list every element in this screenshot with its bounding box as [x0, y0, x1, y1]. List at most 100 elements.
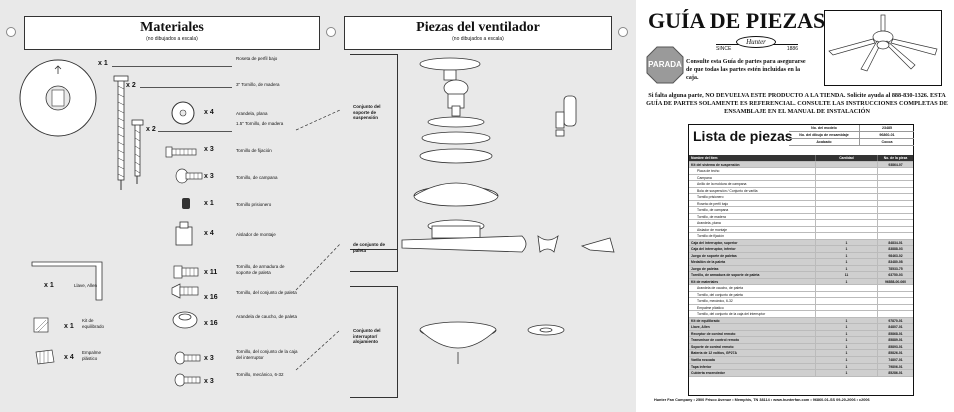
model-info: No. del modelo 23485 No. del dibujo de e… [789, 125, 914, 146]
part-number [877, 226, 913, 233]
machine-screw-illustration [174, 373, 201, 387]
part-qty: x 16 [204, 294, 218, 301]
part-number [877, 181, 913, 187]
part-item-name: Caja del interruptor, inferior [691, 247, 736, 252]
plastic-connector-illustration [35, 349, 55, 365]
part-quantity [815, 220, 877, 226]
part-quantity [815, 298, 877, 304]
part-quantity: 1 [815, 239, 877, 246]
part-name: Llave, Allen [74, 283, 98, 288]
part-quantity [815, 174, 877, 181]
table-row: Arandela de caucho, de paleta [689, 285, 913, 292]
model-info-row: Acabado Cocoa [789, 139, 914, 146]
part-item-name: Llave, Allen [691, 325, 710, 330]
part-item-name: Varilla roscada [691, 357, 715, 362]
short-wood-screw-illustration [131, 119, 144, 184]
table-row: Tornillo de fijación [689, 233, 913, 240]
part-item-name: Anillo de la moldura de campana [697, 182, 747, 187]
brand-logo: Hunter [736, 36, 776, 48]
part-quantity: 1 [815, 370, 877, 376]
long-wood-screw-illustration [113, 75, 129, 190]
part-qty: x 2 [126, 82, 136, 89]
part-quantity: 1 [815, 265, 877, 272]
switch-housing-illustration [419, 321, 565, 364]
binder-hole-right [618, 27, 628, 37]
part-number: 84834-01 [877, 239, 913, 246]
part-qty: x 4 [64, 354, 74, 361]
part-number: 83480-08 [877, 259, 913, 265]
part-number [877, 213, 913, 220]
part-item-name: Tornillo, del conjunto de la caja del in… [697, 312, 766, 317]
leader-line [158, 131, 232, 132]
part-number [877, 233, 913, 239]
part-name: 3" Tornillo, de madera [236, 82, 280, 87]
part-number: 85893-01 [877, 343, 913, 350]
part-item-name: Aislador de montaje [697, 227, 727, 232]
table-row: Bola de suspensión / Conjunto de varilla [689, 187, 913, 195]
part-number [877, 304, 913, 311]
group-label: de conjunto de paleta [353, 242, 385, 253]
blade-rubber-washer-illustration [172, 311, 198, 329]
table-row: Empalme plástico [689, 304, 913, 312]
part-qty: x 1 [44, 282, 54, 289]
part-number [877, 194, 913, 200]
part-qty: x 2 [146, 126, 156, 133]
part-number: 85286-01 [877, 370, 913, 376]
part-item-name: Batería de 12 voltios, GP27A [691, 351, 737, 356]
part-name: Tornillo, de campana [236, 175, 278, 180]
part-name: Kit de equilibrado [82, 318, 105, 329]
part-qty: x 3 [204, 378, 214, 385]
part-qty: x 11 [204, 269, 218, 276]
remote-control-illustration [555, 95, 577, 137]
part-quantity: 1 [815, 252, 877, 259]
part-number: 85868-01 [877, 330, 913, 337]
set-screw-illustration [165, 146, 197, 158]
table-row: Tornillo, de madera [689, 213, 913, 221]
part-quantity [815, 161, 877, 168]
part-quantity: 1 [815, 246, 877, 252]
model-info-value: 23485 [859, 125, 914, 131]
part-name: Tornillo, mecánico, 6-32 [236, 372, 284, 377]
part-item-name: Tornillo, de armadura de soporte de pale… [691, 273, 760, 278]
flat-washer-illustration [171, 101, 195, 125]
part-number [877, 285, 913, 291]
part-number: 85826-01 [877, 350, 913, 356]
suspension-group-bracket [350, 54, 398, 250]
part-name: Tornillo de fijación [236, 148, 272, 153]
binder-hole-left [6, 27, 16, 37]
part-item-name: Bola de suspensión / Conjunto de varilla [697, 188, 758, 193]
fan-parts-title: Piezas del ventilador [416, 20, 540, 35]
part-qty: x 1 [64, 323, 74, 330]
canopy-ring-illustration [19, 59, 97, 137]
part-qty: x 3 [204, 173, 214, 180]
part-item-name: Tornillo, de campana [697, 208, 729, 213]
part-name: 1.5" Tornillo, de madera [236, 121, 284, 126]
part-quantity: 1 [815, 337, 877, 343]
part-name: Arandela, plana [236, 111, 268, 116]
table-row: Tornillo, del conjunto de paleta [689, 291, 913, 299]
part-number [877, 298, 913, 304]
part-quantity: 1 [815, 343, 877, 350]
part-item-name: Arandela de caucho, de paleta [697, 286, 743, 291]
part-quantity [815, 233, 877, 239]
group-label: Conjunto del interruptor/ alojamiento [353, 328, 381, 344]
part-item-name: Caja del interruptor, superior [691, 240, 738, 245]
fan-parts-subtitle: (no dibujados a escala) [452, 36, 504, 42]
col-name-header: Nombre del item [691, 156, 718, 160]
part-item-name: Kit de equilibrado [691, 318, 720, 323]
since-year: 1886 [786, 46, 798, 52]
parts-diagram-panel: Materiales (no dibujados a escala) Pieza… [0, 0, 636, 412]
part-item-name: Tornillo prisionero [697, 195, 724, 200]
ceiling-fan-drawing [828, 14, 938, 72]
materials-header: Materiales (no dibujados a escala) [24, 16, 320, 50]
balance-kit-illustration [33, 317, 49, 333]
part-item-name: Kit del sistema de suspensión [691, 162, 740, 167]
leader-line [112, 66, 232, 67]
